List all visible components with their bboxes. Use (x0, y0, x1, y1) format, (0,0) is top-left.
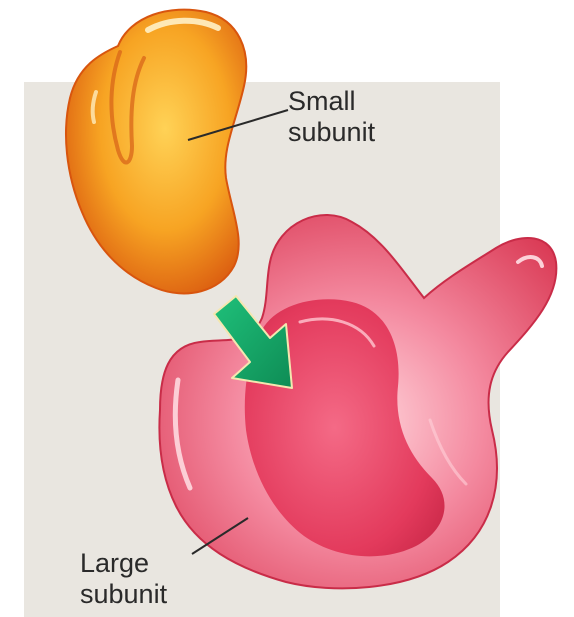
small-subunit-label: Small subunit (288, 86, 375, 148)
large-subunit-label: Large subunit (80, 548, 167, 610)
small-subunit-label-line-1: Small (288, 86, 375, 117)
large-subunit-label-line-1: Large (80, 548, 167, 579)
small-subunit-label-line-2: subunit (288, 117, 375, 148)
large-subunit-label-line-2: subunit (80, 579, 167, 610)
